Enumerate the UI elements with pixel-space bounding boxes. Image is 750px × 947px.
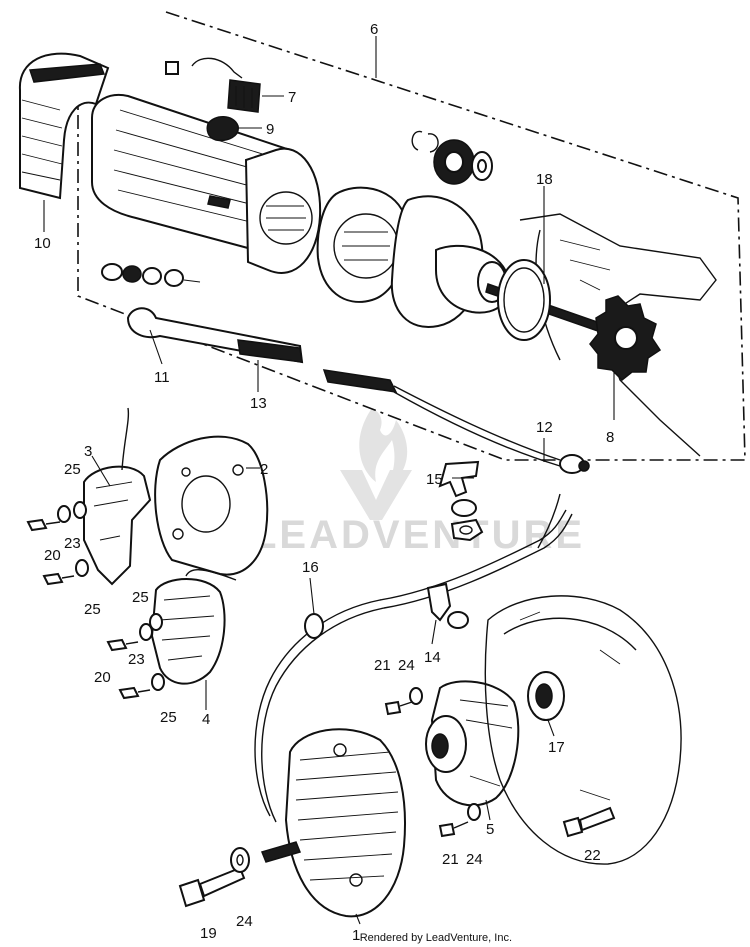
watermark: LEADVENTURE (252, 408, 585, 557)
callout-25-middle: 25 (132, 589, 149, 606)
bolt-19 (178, 866, 246, 908)
footer-credit: Rendered by LeadVenture, Inc. (359, 932, 512, 944)
callout-3: 3 (84, 443, 92, 460)
callout-20-lower: 20 (94, 669, 111, 686)
callout-22: 22 (584, 847, 601, 864)
callout-4: 4 (202, 711, 210, 728)
callout-17: 17 (548, 739, 565, 756)
screw-washer-set-upper (26, 501, 89, 586)
starter-motor (91, 94, 322, 274)
starter-assembly-outline (77, 11, 746, 461)
callout-21-upper: 21 (374, 657, 391, 674)
stator-assembly (284, 728, 406, 918)
crankcase-cover (484, 595, 682, 865)
starter-sprocket (589, 295, 662, 382)
callout-8: 8 (606, 429, 614, 446)
callout-10: 10 (34, 235, 51, 252)
callout-16: 16 (302, 559, 319, 576)
callout-24-lower: 24 (236, 913, 253, 930)
bolt-22 (562, 806, 616, 838)
crankcase-section (497, 213, 717, 457)
screw-21-lower (438, 803, 481, 838)
callout-labels: 1 2 3 4 5 6 7 8 9 10 11 12 13 14 15 16 1… (34, 21, 614, 944)
pinion-gear-set (411, 130, 493, 185)
watermark-text: LEADVENTURE (252, 513, 585, 557)
callout-13: 13 (250, 395, 267, 412)
contact-breaker-lower (150, 569, 237, 685)
nut-washer-row (101, 263, 201, 287)
starter-cable (126, 307, 304, 364)
brush-spring (206, 116, 239, 142)
callout-12: 12 (536, 419, 553, 436)
callout-14: 14 (424, 649, 441, 666)
contact-breaker-upper (83, 407, 152, 586)
leader-lines (43, 36, 615, 925)
callout-18: 18 (536, 171, 553, 188)
grommet (260, 841, 302, 863)
washer-24-lower (230, 847, 250, 873)
callout-19: 19 (200, 925, 217, 942)
callout-2: 2 (260, 461, 268, 478)
ground-cable (322, 369, 590, 474)
callout-24-middle: 24 (466, 851, 483, 868)
callout-25-bottom: 25 (160, 709, 177, 726)
callout-7: 7 (288, 89, 296, 106)
callout-11: 11 (154, 369, 170, 386)
callout-24-upper: 24 (398, 657, 415, 674)
callout-6: 6 (370, 21, 378, 38)
screw-21-upper (384, 687, 423, 716)
clip-and-nut (438, 460, 484, 542)
callout-23-upper: 23 (64, 535, 81, 552)
watermark-flame-icon (359, 408, 408, 488)
watermark-v-icon (340, 470, 412, 520)
reduction-gear-housing (316, 186, 621, 339)
callout-25-left: 25 (84, 601, 101, 618)
brush-terminal (165, 57, 261, 113)
callout-5: 5 (486, 821, 494, 838)
rotor-cam (425, 680, 520, 807)
callout-21-lower: 21 (442, 851, 459, 868)
callout-23-lower: 23 (128, 651, 145, 668)
callout-1: 1 (352, 927, 360, 944)
screw-washer-set-lower (106, 613, 165, 700)
point-base-plate (154, 435, 269, 576)
callout-25-top: 25 (64, 461, 81, 478)
callout-15: 15 (426, 471, 443, 488)
callout-9: 9 (266, 121, 274, 138)
callout-20-upper: 20 (44, 547, 61, 564)
